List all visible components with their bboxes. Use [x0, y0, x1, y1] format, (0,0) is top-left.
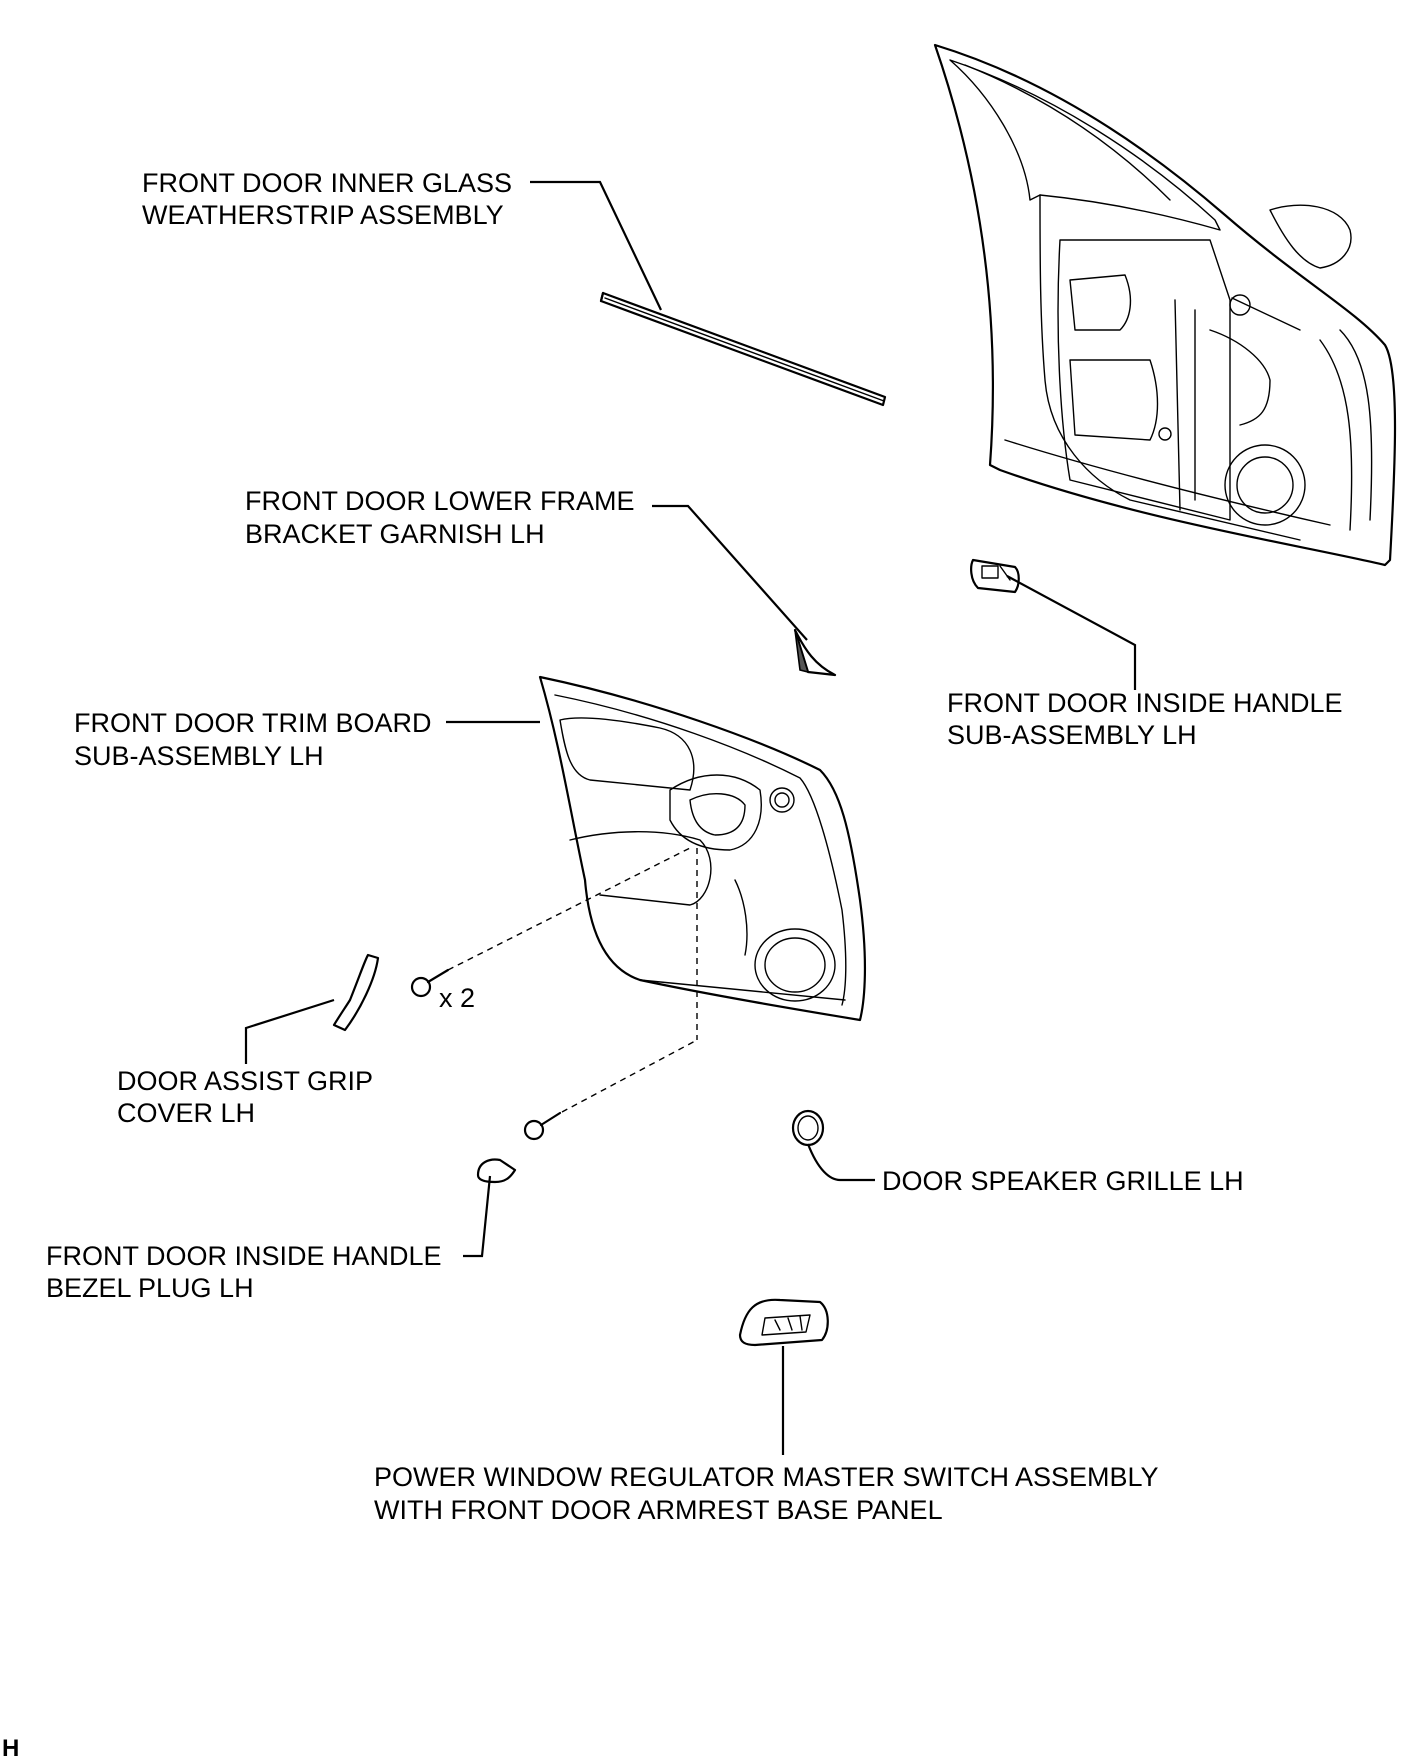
inside-handle-illustration [970, 558, 1020, 594]
svg-text:SUB-ASSEMBLY LH: SUB-ASSEMBLY LH [74, 741, 324, 771]
svg-text:SUB-ASSEMBLY LH: SUB-ASSEMBLY LH [947, 720, 1197, 750]
bezel-plug-illustration [476, 1158, 517, 1184]
assist-grip-cover-label: DOOR ASSIST GRIP COVER LH [117, 1066, 373, 1128]
trim-board-label: FRONT DOOR TRIM BOARD SUB-ASSEMBLY LH [74, 708, 432, 771]
trim-board-illustration [538, 675, 867, 1022]
leader-lines [244, 180, 1137, 1455]
screw-illustration [410, 968, 562, 1141]
svg-text:DOOR ASSIST GRIP: DOOR ASSIST GRIP [117, 1066, 373, 1096]
svg-text:WEATHERSTRIP ASSEMBLY: WEATHERSTRIP ASSEMBLY [142, 200, 504, 230]
weatherstrip-label: FRONT DOOR INNER GLASS WEATHERSTRIP ASSE… [142, 168, 512, 230]
svg-text:POWER WINDOW REGULATOR MASTER: POWER WINDOW REGULATOR MASTER SWITCH ASS… [374, 1462, 1159, 1492]
garnish-illustration [793, 628, 837, 677]
svg-text:x 2: x 2 [439, 983, 475, 1013]
svg-text:BRACKET GARNISH LH: BRACKET GARNISH LH [245, 519, 545, 549]
svg-text:H: H [2, 1735, 19, 1760]
svg-text:FRONT DOOR INNER GLASS: FRONT DOOR INNER GLASS [142, 168, 512, 198]
fastener-dashed-lines [447, 847, 698, 1113]
corner-mark: H [2, 1735, 19, 1760]
weatherstrip-illustration [599, 291, 887, 407]
svg-text:WITH FRONT DOOR ARMREST BASE P: WITH FRONT DOOR ARMREST BASE PANEL [374, 1495, 943, 1525]
svg-text:BEZEL PLUG LH: BEZEL PLUG LH [46, 1273, 254, 1303]
svg-text:FRONT DOOR INSIDE HANDLE: FRONT DOOR INSIDE HANDLE [947, 688, 1343, 718]
door-body-illustration [933, 43, 1397, 567]
master-switch-illustration [738, 1298, 829, 1347]
bezel-plug-label: FRONT DOOR INSIDE HANDLE BEZEL PLUG LH [46, 1241, 442, 1303]
svg-text:DOOR SPEAKER GRILLE LH: DOOR SPEAKER GRILLE LH [882, 1166, 1244, 1196]
garnish-label: FRONT DOOR LOWER FRAME BRACKET GARNISH L… [245, 486, 635, 549]
assist-grip-cover-illustration [332, 953, 380, 1032]
svg-text:FRONT DOOR TRIM BOARD: FRONT DOOR TRIM BOARD [74, 708, 432, 738]
speaker-grille-label: DOOR SPEAKER GRILLE LH [882, 1166, 1244, 1196]
svg-text:FRONT DOOR INSIDE HANDLE: FRONT DOOR INSIDE HANDLE [46, 1241, 442, 1271]
svg-text:COVER LH: COVER LH [117, 1098, 255, 1128]
svg-text:FRONT DOOR LOWER FRAME: FRONT DOOR LOWER FRAME [245, 486, 635, 516]
screw-qty-label: x 2 [439, 983, 475, 1013]
master-switch-label: POWER WINDOW REGULATOR MASTER SWITCH ASS… [374, 1462, 1159, 1525]
inside-handle-label: FRONT DOOR INSIDE HANDLE SUB-ASSEMBLY LH [947, 688, 1343, 750]
speaker-grille-illustration [791, 1109, 825, 1147]
